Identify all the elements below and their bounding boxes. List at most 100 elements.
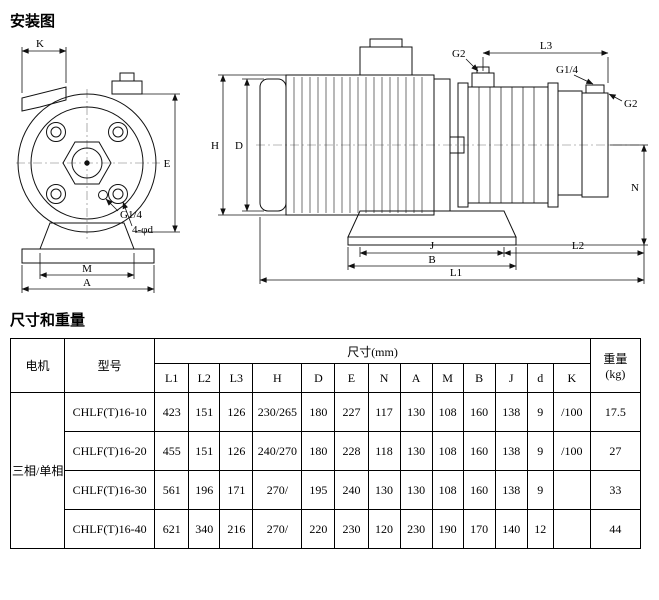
weight-cell: 17.5 [589, 392, 642, 432]
dim-cell: 340 [188, 509, 221, 549]
pump-stages [478, 87, 535, 203]
dimensions-weight-title: 尺寸和重量 [10, 312, 86, 329]
dim-cell: 216 [219, 509, 254, 549]
dim-cell [552, 509, 591, 549]
col-header-dim-H: H [252, 363, 303, 393]
model-cell: CHLF(T)16-40 [64, 509, 156, 549]
weight-cell: 33 [589, 470, 642, 510]
dim-cell: 455 [154, 431, 190, 471]
dim-cell: 117 [367, 392, 401, 432]
dim-cell: 230 [399, 509, 433, 549]
dim-cell: 190 [431, 509, 464, 549]
dim-cell: 227 [334, 392, 369, 432]
col-header-dim-B: B [462, 363, 496, 393]
dim-cell: 240 [334, 470, 369, 510]
model-cell: CHLF(T)16-30 [64, 470, 156, 510]
terminal-box-lid [369, 38, 403, 48]
dim-cell: 108 [431, 392, 464, 432]
dim-cell: 126 [219, 392, 254, 432]
dim-cell: 130 [399, 392, 433, 432]
dim-cell: 228 [334, 431, 369, 471]
pump-drawing-svg: K E M A G1/4 4-φd H D G2 L3 G1/4 G2 N J … [16, 38, 648, 293]
dim-cell: 151 [188, 392, 221, 432]
terminal-box [359, 46, 413, 76]
dim-cell: 621 [154, 509, 190, 549]
motor-fins [293, 77, 423, 213]
weight-cell: 27 [589, 431, 642, 471]
dim-cell: 230 [334, 509, 369, 549]
dim-label-n: N [631, 182, 639, 194]
dim-cell: 9 [526, 392, 554, 432]
dim-cell: 180 [301, 392, 336, 432]
hex-nut [62, 141, 112, 185]
suction-housing [557, 90, 583, 196]
dim-label-a: A [83, 277, 91, 289]
priming-bracket [21, 86, 67, 112]
dim-cell: 120 [367, 509, 401, 549]
front-base [21, 248, 155, 264]
motor-group-cell: 三相/单相 [9, 392, 66, 549]
col-header-dims-group: 尺寸(mm) [154, 338, 591, 364]
dim-cell: 196 [188, 470, 221, 510]
dim-cell: 108 [431, 470, 464, 510]
col-header-dim-d: d [526, 363, 554, 393]
dim-cell: 9 [526, 470, 554, 510]
installation-diagram-title: 安装图 [10, 13, 56, 30]
dim-label-l2: L2 [572, 240, 584, 252]
dim-label-m: M [82, 263, 92, 275]
dim-cell: 270/ [252, 509, 303, 549]
col-header-dim-M: M [431, 363, 464, 393]
front-view [16, 72, 160, 264]
dim-label-l1: L1 [450, 267, 462, 279]
dim-cell: 140 [494, 509, 528, 549]
bolt-holes [46, 122, 128, 204]
weight-label: 重量 [603, 351, 628, 366]
dim-cell: 220 [301, 509, 336, 549]
dim-cell: /100 [552, 392, 591, 432]
dim-cell: 138 [494, 470, 528, 510]
dim-cell: 160 [462, 431, 496, 471]
dim-label-k: K [36, 38, 44, 50]
drain-port [98, 190, 108, 200]
weight-cell: 44 [589, 509, 642, 549]
weight-unit: (kg) [605, 366, 626, 381]
dim-cell: 126 [219, 431, 254, 471]
side-base [347, 236, 517, 246]
dim-label-g14-side: G1/4 [556, 64, 579, 76]
dim-cell: 138 [494, 392, 528, 432]
col-header-model: 型号 [64, 338, 156, 393]
dim-cell [552, 470, 591, 510]
dimension-labels: K E M A G1/4 4-φd H D G2 L3 G1/4 G2 N J … [36, 38, 639, 289]
col-header-dim-L1: L1 [154, 363, 190, 393]
dim-cell: 9 [526, 431, 554, 471]
dim-label-e: E [164, 158, 171, 170]
col-header-dim-N: N [367, 363, 401, 393]
col-header-dim-D: D [301, 363, 336, 393]
dim-label-l3: L3 [540, 40, 553, 52]
model-cell: CHLF(T)16-20 [64, 431, 156, 471]
dim-cell: 171 [219, 470, 254, 510]
col-header-dim-A: A [399, 363, 433, 393]
side-view [256, 38, 648, 246]
dim-cell: 151 [188, 431, 221, 471]
dim-label-d: D [235, 140, 243, 152]
dim-cell: 160 [462, 470, 496, 510]
dim-label-j: J [430, 240, 435, 252]
col-header-dim-L2: L2 [188, 363, 221, 393]
col-header-dim-K: K [552, 363, 591, 393]
dim-cell: 160 [462, 392, 496, 432]
model-cell: CHLF(T)16-10 [64, 392, 156, 432]
dim-cell: /100 [552, 431, 591, 471]
dim-cell: 230/265 [252, 392, 303, 432]
dim-cell: 138 [494, 431, 528, 471]
dim-cell: 180 [301, 431, 336, 471]
dim-cell: 130 [367, 470, 401, 510]
dim-cell: 170 [462, 509, 496, 549]
plug-g14 [585, 84, 605, 94]
side-dimensions [218, 50, 648, 284]
dim-cell: 130 [399, 470, 433, 510]
discharge-port [471, 72, 495, 88]
